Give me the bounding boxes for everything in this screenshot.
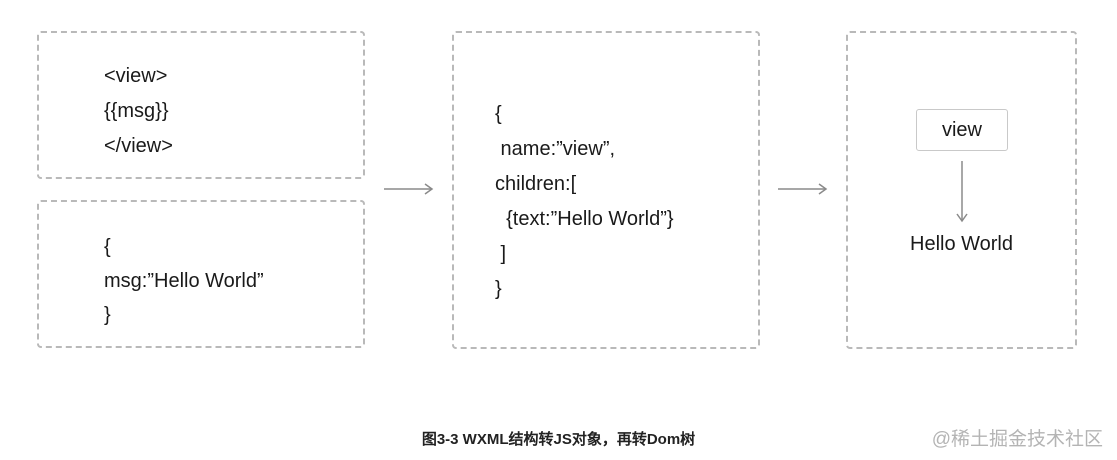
code-line: } — [495, 278, 502, 300]
data-code: { msg:”Hello World” } — [104, 230, 264, 332]
dom-tree-box: view Hello World — [846, 31, 1077, 349]
watermark: @稀土掘金技术社区 — [931, 429, 1103, 450]
code-line: } — [104, 304, 111, 326]
code-line: { — [495, 103, 502, 125]
code-line: {{msg}} — [104, 100, 169, 122]
code-line: ] — [495, 243, 507, 265]
dom-node-view: view — [916, 109, 1008, 151]
dom-text-node: Hello World — [910, 233, 1013, 255]
code-line: children:[ — [495, 173, 577, 195]
code-line: </view> — [104, 135, 173, 157]
data-object-box: { msg:”Hello World” } — [37, 200, 365, 348]
figure-caption: 图3-3 WXML结构转JS对象，再转Dom树 — [421, 431, 696, 448]
wxml-code: <view> {{msg}} </view> — [104, 59, 173, 164]
code-line: {text:”Hello World”} — [495, 208, 674, 230]
js-object-code: { name:”view”, children:[ {text:”Hello W… — [495, 97, 674, 307]
right-arrow-icon — [384, 183, 434, 195]
wxml-template-box: <view> {{msg}} </view> — [37, 31, 365, 179]
code-line: name:”view”, — [495, 138, 616, 160]
code-line: <view> — [104, 65, 168, 87]
right-arrow-icon — [778, 183, 828, 195]
code-line: { — [104, 236, 111, 258]
js-object-box: { name:”view”, children:[ {text:”Hello W… — [452, 31, 760, 349]
code-line: msg:”Hello World” — [104, 270, 264, 292]
down-arrow-icon — [956, 161, 968, 223]
